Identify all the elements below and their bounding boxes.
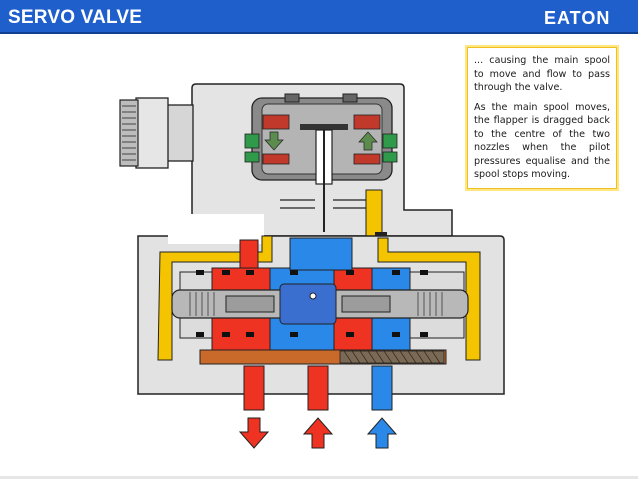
coil-left-bottom xyxy=(262,153,290,165)
note-paragraph-1: ... causing the main spool to move and f… xyxy=(474,55,610,93)
main-spool xyxy=(171,283,469,325)
coil-left-top xyxy=(262,114,290,130)
port-t-passage xyxy=(371,365,393,411)
nozzles xyxy=(280,199,368,209)
arrow-down-icon xyxy=(238,417,270,449)
body-cutout-left xyxy=(168,214,264,244)
arrow-up-icon xyxy=(302,417,334,449)
arrow-down-icon xyxy=(264,131,284,151)
bottom-rule xyxy=(0,476,638,479)
arrow-up-icon xyxy=(366,417,398,449)
eaton-logo: EATON xyxy=(544,8,610,26)
port-a-passage xyxy=(243,365,265,411)
title-bar: SERVO VALVE EATON xyxy=(0,0,638,34)
note-paragraph-2: As the main spool moves, the flapper is … xyxy=(474,101,610,181)
pilot-channel-right xyxy=(377,237,481,361)
pilot-passage-right xyxy=(365,189,383,237)
electrical-connector-icon xyxy=(119,97,194,169)
coil-right-top xyxy=(353,114,381,130)
torque-motor xyxy=(244,93,398,232)
explanation-note: ... causing the main spool to move and f… xyxy=(467,47,617,189)
port-p-passage xyxy=(307,365,329,411)
seals xyxy=(196,270,428,337)
arrow-up-icon xyxy=(358,131,378,151)
pilot-channel-left xyxy=(157,235,273,361)
eaton-logo-text: EATON xyxy=(544,8,610,26)
slide-title: SERVO VALVE xyxy=(8,7,143,28)
servo-valve-diagram xyxy=(119,83,505,449)
coil-right-bottom xyxy=(353,153,381,165)
